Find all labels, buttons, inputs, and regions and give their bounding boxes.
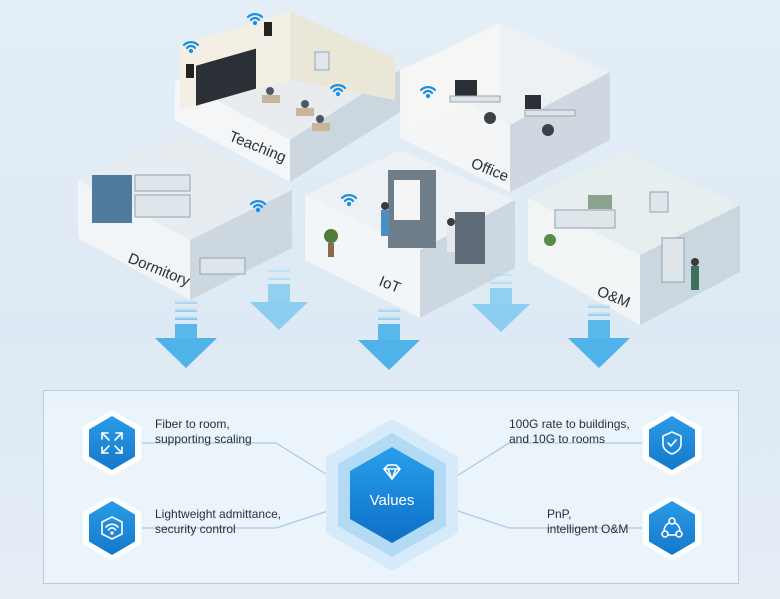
wifi-icon [246,13,264,26]
down-arrow [250,268,308,330]
network-nodes-icon [661,517,683,538]
down-arrow [472,272,530,332]
shield-check-icon [662,431,682,455]
office-room: Office [400,22,610,192]
rate-line-1: 100G rate to buildings, [509,417,630,431]
down-arrow [155,300,217,368]
dormitory-room: Dormitory [78,135,292,300]
room-scene: Teaching Office Dormitory [78,12,740,370]
pnp-hexagon [643,495,701,561]
om-room: O&M [528,152,740,325]
fiber-hexagon [83,410,141,476]
wifi-icon [419,86,437,99]
down-arrow [358,308,420,370]
values-label: Values [370,492,415,509]
pnp-line-1: PnP, [547,507,572,521]
fiber-line-1: Fiber to room, [155,417,230,431]
values-panel: Values [43,390,739,584]
rate-line-2: and 10G to rooms [509,432,606,446]
wifi-icon [340,194,358,207]
wifi-shield-icon [101,516,123,540]
rate-hexagon [643,410,701,476]
lightweight-line-1: Lightweight admittance, [155,507,282,521]
diamond-icon [383,464,401,480]
wifi-icon [249,200,267,213]
fiber-line-2: supporting scaling [155,432,252,446]
rate-feature-text: 100G rate to buildings, and 10G to rooms [509,417,630,447]
wifi-icon [329,84,347,97]
connector-lines [142,442,642,529]
down-arrow [568,304,630,368]
fiber-feature-text: Fiber to room, supporting scaling [155,417,252,447]
teaching-room: Teaching [175,12,400,182]
values-diagram: Values [83,410,701,571]
expand-icon [101,432,123,454]
iot-room: IoT [305,150,515,318]
lightweight-feature-text: Lightweight admittance, security control [155,507,281,537]
values-hexagon: Values [326,419,458,571]
lightweight-hexagon [83,495,141,561]
pnp-line-2: intelligent O&M [547,522,629,536]
iot-label: IoT [377,273,403,297]
pnp-feature-text: PnP, intelligent O&M [547,507,628,537]
wifi-icon [182,41,200,54]
lightweight-line-2: security control [155,522,236,536]
